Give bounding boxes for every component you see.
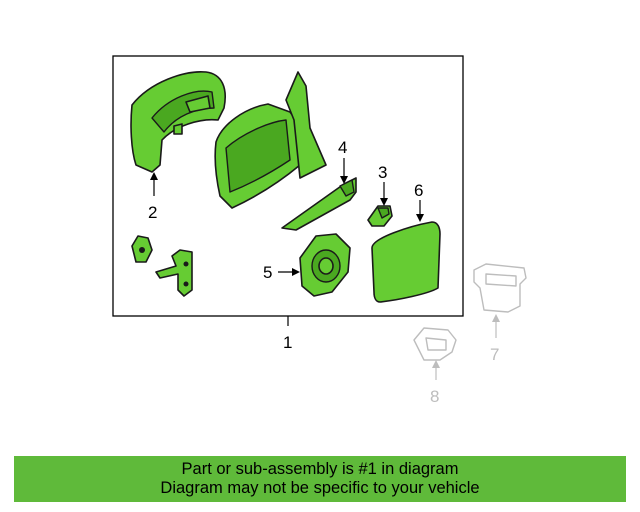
part-5-motor[interactable] (299, 233, 351, 297)
part-4-arm-cover[interactable] (281, 177, 357, 231)
banner-line-1: Part or sub-assembly is #1 in diagram (181, 460, 459, 478)
callout-2: 2 (148, 203, 157, 222)
part-7-ghost[interactable] (473, 263, 527, 313)
mounting-gasket[interactable] (131, 235, 153, 263)
callout-1: 1 (283, 333, 292, 352)
part-3-bracket[interactable] (367, 205, 393, 227)
parts-diagram: 1 2 3 4 5 6 7 8 (112, 55, 527, 406)
callout-7: 7 (490, 345, 499, 364)
part-6-mirror-glass[interactable] (371, 221, 441, 303)
part-8-ghost[interactable] (413, 327, 457, 361)
mounting-bracket[interactable] (155, 249, 193, 297)
leader-lines (150, 158, 500, 380)
part-2-mirror-cover[interactable] (130, 71, 226, 173)
callout-4: 4 (338, 138, 347, 157)
banner-line-2: Diagram may not be specific to your vehi… (160, 479, 480, 497)
callout-8: 8 (430, 387, 439, 406)
mirror-housing[interactable] (214, 71, 327, 209)
info-banner: Part or sub-assembly is #1 in diagram Di… (14, 456, 626, 502)
callout-5: 5 (263, 263, 272, 282)
callout-3: 3 (378, 163, 387, 182)
callout-6: 6 (414, 181, 423, 200)
